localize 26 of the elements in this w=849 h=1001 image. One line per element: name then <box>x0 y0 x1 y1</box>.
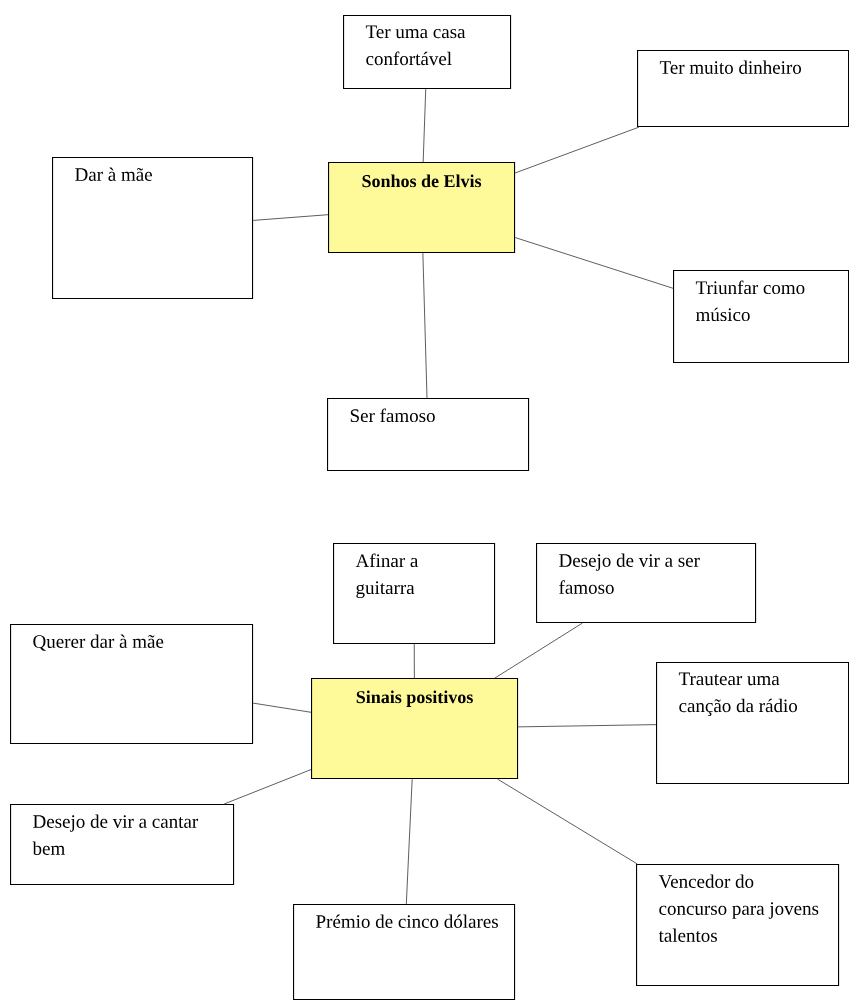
idea-box: Triunfar como músico <box>673 270 849 364</box>
connector-line <box>517 724 657 728</box>
connector-line <box>405 778 413 905</box>
connector-line <box>252 702 312 713</box>
idea-box: Ter uma casa confortável <box>343 15 512 90</box>
connector-line <box>413 643 415 679</box>
connector-line <box>252 214 329 221</box>
hub-box: Sonhos de Elvis <box>328 162 516 254</box>
connector-line <box>223 769 312 805</box>
idea-box: Trautear uma canção da rádio <box>656 662 849 785</box>
connector-line <box>514 237 674 289</box>
idea-box: Ter muito dinheiro <box>637 50 849 128</box>
connector-line <box>514 126 640 174</box>
idea-box: Vencedor do concurso para jovens talentos <box>636 864 840 987</box>
idea-box: Prémio de cinco dólares <box>293 904 516 1001</box>
connector-line <box>422 252 428 399</box>
idea-box: Ser famoso <box>327 398 530 472</box>
connector-line <box>494 622 583 679</box>
connector-line <box>497 778 638 865</box>
idea-box: Dar à mãe <box>52 157 254 300</box>
idea-box: Querer dar à mãe <box>10 624 254 745</box>
idea-box: Afinar a guitarra <box>333 543 496 645</box>
idea-box: Desejo de vir a ser famoso <box>536 543 757 624</box>
idea-box: Desejo de vir a cantar bem <box>10 804 235 886</box>
hub-box: Sinais positivos <box>311 678 519 780</box>
connector-line <box>422 88 427 163</box>
